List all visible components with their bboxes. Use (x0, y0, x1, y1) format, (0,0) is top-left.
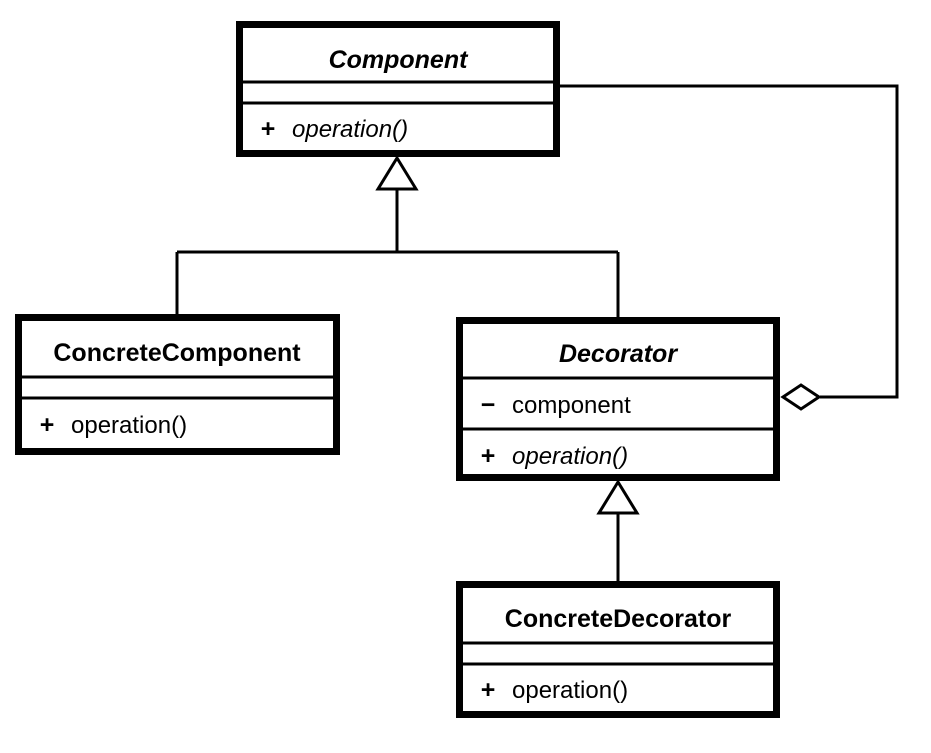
class-box-concrete-decorator[interactable]: ConcreteDecorator + operation() (456, 581, 780, 718)
concrete-decorator-operation-name: operation() (512, 677, 628, 704)
aggregation-diamond-icon (780, 383, 822, 411)
component-operation-visibility: + (261, 115, 276, 143)
decorator-operation-visibility: + (481, 442, 496, 470)
class-box-component[interactable]: Component + operation() (236, 21, 560, 157)
component-box-outline (236, 21, 560, 157)
generalization-to-decorator[interactable] (596, 479, 640, 581)
generalization-arrowhead-decorator (596, 479, 640, 515)
concrete-decorator-class-name: ConcreteDecorator (505, 605, 732, 633)
aggregation-decorator-component[interactable] (560, 84, 899, 411)
generalization-to-component[interactable] (175, 155, 620, 317)
decorator-box-outline (456, 317, 780, 481)
component-class-name: Component (329, 46, 470, 74)
aggregation-route-line (560, 84, 899, 399)
concrete-component-box-outline (15, 314, 340, 455)
concrete-decorator-operation-visibility: + (481, 676, 496, 704)
component-operation-name: operation() (292, 116, 408, 143)
decorator-attribute-name: component (512, 392, 631, 419)
concrete-component-operation-name: operation() (71, 412, 187, 439)
class-box-concrete-component[interactable]: ConcreteComponent + operation() (15, 314, 340, 455)
concrete-decorator-box-outline (456, 581, 780, 718)
class-box-decorator[interactable]: Decorator − component + operation() (456, 317, 780, 481)
concrete-component-class-name: ConcreteComponent (53, 339, 301, 367)
decorator-attribute-visibility: − (481, 391, 496, 419)
generalization-arrowhead-component (375, 155, 419, 191)
decorator-operation-name: operation() (512, 443, 628, 470)
decorator-class-name: Decorator (559, 340, 678, 368)
concrete-component-operation-visibility: + (40, 411, 55, 439)
